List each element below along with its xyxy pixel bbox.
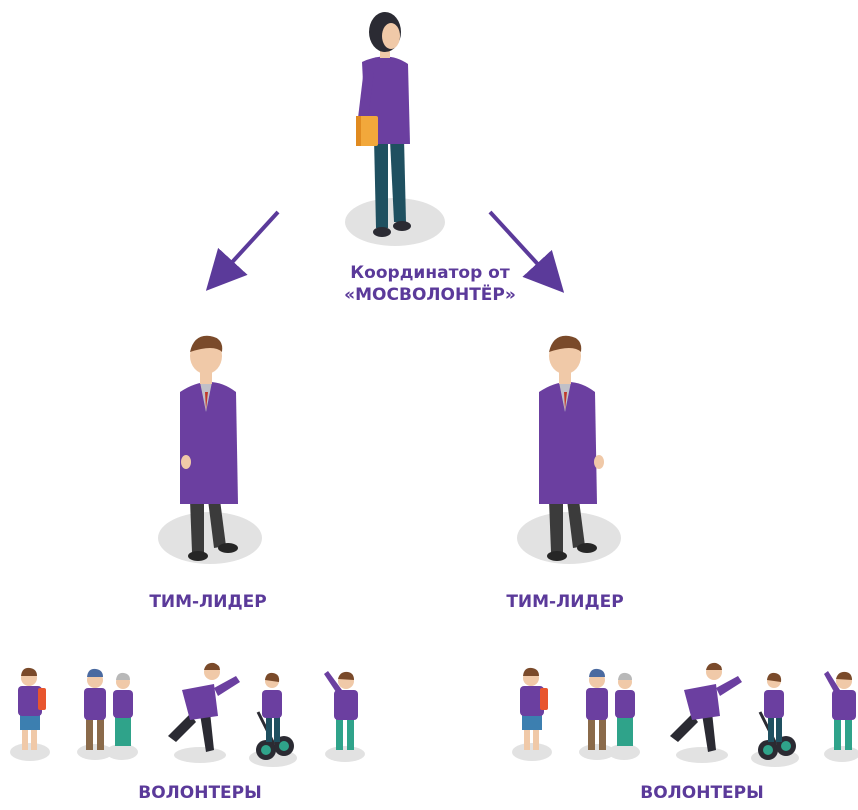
volunteer-figure [168, 662, 240, 763]
volunteers-group-left [10, 662, 365, 767]
team-leader-figure-left [158, 335, 262, 564]
coordinator-label-line1: Координатор от [350, 263, 510, 283]
coordinator-label-line2: «МОСВОЛОНТЁР» [344, 285, 516, 305]
volunteers-group-right [512, 662, 858, 767]
volunteer-figure [751, 672, 799, 767]
volunteer-figure [512, 667, 552, 761]
volunteer-figure [824, 671, 858, 762]
volunteer-figure [249, 672, 297, 767]
team-leader-label-left: ТИМ-ЛИДЕР [149, 592, 267, 612]
team-leader-figure-right [517, 335, 621, 564]
volunteers-label-right: ВОЛОНТЕРЫ [640, 783, 764, 803]
volunteer-figure [10, 667, 50, 761]
arrow-right [488, 210, 565, 293]
arrow-left [205, 210, 280, 291]
volunteer-figure [77, 668, 113, 760]
volunteers-label-left: ВОЛОНТЕРЫ [138, 783, 262, 803]
volunteer-figure [324, 671, 365, 762]
coordinator-figure [345, 12, 445, 246]
book-icon [356, 116, 378, 146]
volunteer-figure [579, 668, 615, 760]
volunteer-figure [106, 672, 138, 760]
team-leader-label-right: ТИМ-ЛИДЕР [506, 592, 624, 612]
volunteer-figure [670, 662, 742, 763]
volunteer-figure [608, 672, 640, 760]
